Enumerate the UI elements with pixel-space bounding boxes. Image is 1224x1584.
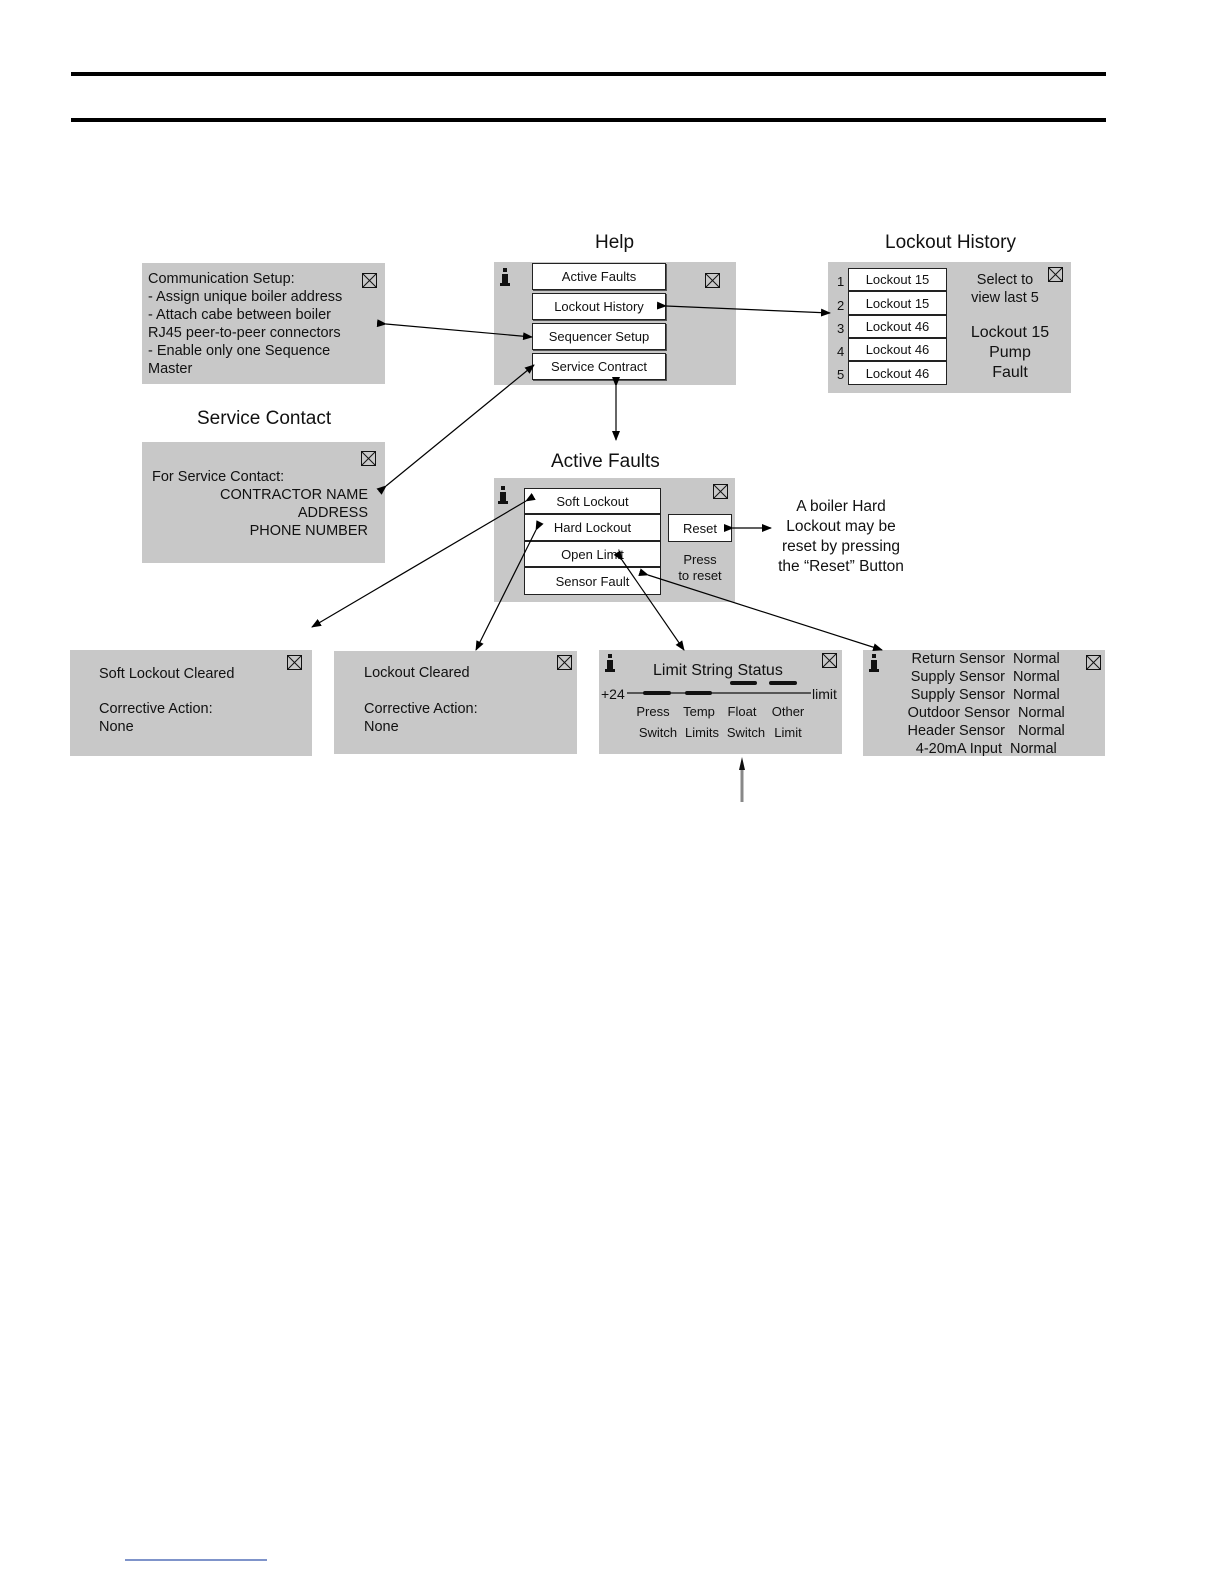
reset-hint: Press — [683, 552, 717, 567]
lockout-number: 1 — [837, 274, 845, 289]
communication-setup-line: - Assign unique boiler address — [148, 289, 343, 305]
lockout-cleared-title: Lockout Cleared — [364, 665, 470, 681]
sensor-name: Supply Sensor — [910, 687, 1005, 703]
lockout-detail: Lockout 15 — [970, 324, 1050, 341]
lockout-number: 5 — [837, 367, 845, 382]
close-icon[interactable] — [361, 451, 376, 466]
soft-lockout-cleared-title: Soft Lockout Cleared — [99, 666, 235, 682]
arrow — [638, 568, 883, 652]
lockout-history-item[interactable]: Lockout 46 — [848, 361, 947, 385]
soft-lockout-button[interactable]: Soft Lockout — [524, 488, 661, 514]
limit-string-panel — [599, 650, 842, 754]
lockout-history-item[interactable]: Lockout 46 — [848, 315, 947, 338]
arrow — [376, 364, 535, 495]
sensor-status: Normal — [1013, 687, 1060, 703]
switch-label-bottom: Switch — [638, 725, 678, 740]
close-icon[interactable] — [287, 655, 302, 670]
corrective-action-value: None — [364, 719, 399, 735]
service-contact-label: For Service Contact: — [152, 469, 285, 485]
communication-setup-line: - Attach cabe between boiler — [148, 307, 331, 323]
switch-label-bottom: Switch — [726, 725, 766, 740]
reset-note-line: reset by pressing — [781, 538, 901, 555]
corrective-action-value: None — [99, 719, 134, 735]
sensor-status: Normal — [1013, 651, 1060, 667]
lockout-detail: Pump — [989, 344, 1031, 361]
sensor-status: Normal — [1013, 669, 1060, 685]
close-icon[interactable] — [713, 484, 728, 499]
sequencer-setup-button[interactable]: Sequencer Setup — [532, 323, 666, 350]
sensor-status-panel — [863, 650, 1105, 756]
lockout-history-title: Lockout History — [885, 232, 1016, 253]
close-icon[interactable] — [362, 273, 377, 288]
communication-setup-panel — [142, 263, 385, 384]
arrow — [656, 301, 831, 317]
corrective-action-label: Corrective Action: — [364, 701, 478, 717]
info-icon — [869, 654, 879, 672]
corrective-action-label: Corrective Action: — [99, 701, 213, 717]
switch-label-top: Other — [771, 704, 805, 719]
info-icon — [605, 654, 615, 672]
sensor-status: Normal — [1018, 705, 1065, 721]
switch-label-top: Temp — [683, 704, 715, 719]
limit-string-line — [627, 681, 811, 695]
limit-start-label: +24 — [601, 686, 625, 702]
lockout-number: 4 — [837, 344, 845, 359]
scroll-pointer-tip — [739, 757, 745, 770]
limit-string-title: Limit String Status — [653, 662, 783, 679]
arrow — [475, 520, 544, 651]
lockout-detail: Fault — [992, 364, 1028, 381]
header-rule — [71, 118, 1106, 122]
communication-setup-line: RJ45 peer-to-peer connectors — [148, 325, 341, 341]
arrow — [376, 319, 533, 341]
limit-end-label: limit — [812, 686, 837, 702]
close-icon[interactable] — [1086, 655, 1101, 670]
lockout-history-item[interactable]: Lockout 46 — [848, 338, 947, 361]
switch-label-top: Float — [727, 704, 757, 719]
close-icon[interactable] — [557, 655, 572, 670]
sensor-name: 4-20mA Input — [915, 741, 1002, 757]
lockout-history-item[interactable]: Lockout 15 — [848, 268, 947, 291]
lockout-cleared-panel — [334, 651, 577, 754]
sensor-name: Outdoor Sensor — [907, 705, 1010, 721]
info-icon — [500, 268, 510, 286]
sensor-name: Return Sensor — [911, 651, 1006, 667]
reset-note-line: A boiler Hard — [796, 498, 886, 515]
lockout-history-button[interactable]: Lockout History — [532, 293, 666, 320]
active-faults-title: Active Faults — [551, 451, 660, 472]
lockout-hint: view last 5 — [971, 290, 1039, 306]
sensor-status: Normal — [1018, 723, 1065, 739]
communication-setup-line: Communication Setup: — [148, 271, 295, 287]
close-icon[interactable] — [822, 653, 837, 668]
hard-lockout-button[interactable]: Hard Lockout — [524, 514, 661, 541]
top-rule — [71, 72, 1106, 76]
lockout-number: 2 — [837, 298, 845, 313]
switch-label-bottom: Limit — [774, 725, 802, 740]
service-contract-button[interactable]: Service Contract — [532, 353, 666, 380]
arrow — [613, 550, 685, 651]
lockout-number: 3 — [837, 321, 845, 336]
communication-setup-line: - Enable only one Sequence — [148, 343, 331, 359]
close-icon[interactable] — [705, 273, 720, 288]
communication-setup-line: Master — [148, 361, 193, 377]
soft-lockout-cleared-panel — [70, 650, 312, 756]
arrow — [311, 492, 536, 628]
help-title: Help — [595, 232, 635, 253]
sensor-name: Header Sensor — [907, 723, 1005, 739]
close-icon[interactable] — [1048, 267, 1063, 282]
active-faults-button[interactable]: Active Faults — [532, 263, 666, 290]
reset-button[interactable]: Reset — [668, 514, 732, 542]
switch-label-top: Press — [636, 704, 670, 719]
sensor-status: Normal — [1010, 741, 1057, 757]
lockout-history-item[interactable]: Lockout 15 — [848, 291, 947, 315]
service-contact-title: Service Contact — [197, 408, 332, 429]
reset-note-line: Lockout may be — [786, 518, 896, 535]
switch-label-bottom: Limits — [685, 725, 719, 740]
sensor-name: Supply Sensor — [910, 669, 1005, 685]
lockout-hint: Select to — [976, 272, 1034, 288]
